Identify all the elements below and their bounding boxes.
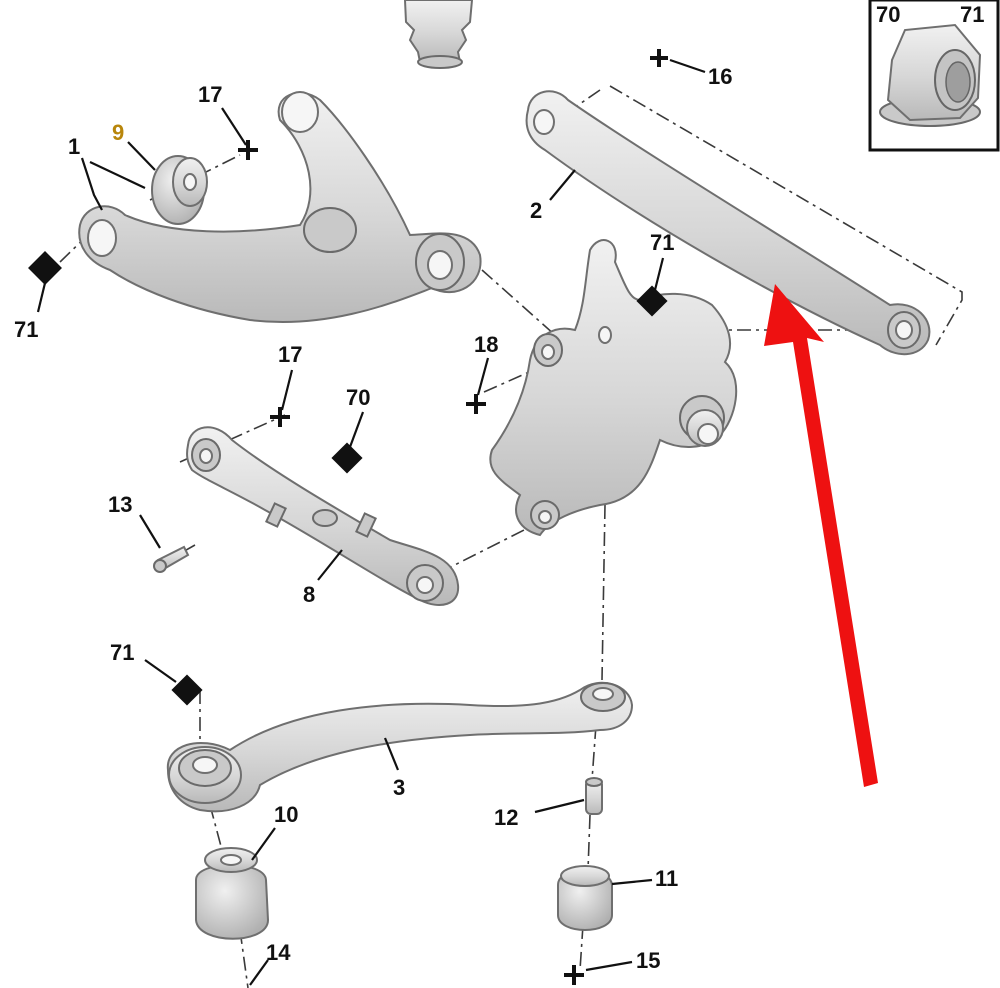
label-part-8: 8 <box>303 582 315 607</box>
cross-marker-18 <box>466 394 486 414</box>
hub-carrier-part <box>489 239 738 537</box>
leader-lines <box>36 58 706 986</box>
label-part-13: 13 <box>108 492 132 517</box>
bushing-10-part <box>195 847 270 940</box>
label-part-71-knuckle: 71 <box>650 230 674 255</box>
label-part-10: 10 <box>274 802 298 827</box>
label-part-1: 1 <box>68 134 80 159</box>
cross-marker-17-upper <box>238 140 258 160</box>
bushing-9-part <box>151 155 208 225</box>
label-part-16: 16 <box>708 64 732 89</box>
cross-marker-16 <box>650 49 668 67</box>
label-part-3: 3 <box>393 775 405 800</box>
label-part-11: 11 <box>655 866 678 891</box>
toe-link-part-8 <box>186 426 460 606</box>
label-part-9: 9 <box>112 120 124 145</box>
square-marker-70 <box>331 442 363 474</box>
pin-12-part <box>585 777 603 815</box>
assembly-lines <box>59 85 963 988</box>
label-part-12: 12 <box>494 805 518 830</box>
square-marker-71-left <box>28 251 62 285</box>
tie-link-part-2 <box>525 90 931 356</box>
label-part-14: 14 <box>266 940 291 965</box>
label-part-18: 18 <box>474 332 498 357</box>
label-part-2: 2 <box>530 198 542 223</box>
label-part-17-upper: 17 <box>198 82 222 107</box>
upper-wishbone-part-1 <box>78 91 482 324</box>
bolt-13-part <box>153 545 190 573</box>
cross-marker-17-middle <box>270 407 290 427</box>
cross-markers <box>238 49 668 985</box>
label-part-71-lower: 71 <box>110 640 134 665</box>
label-part-70: 70 <box>346 385 370 410</box>
nut-inset: 70 71 <box>868 0 1000 152</box>
label-part-17-middle: 17 <box>278 342 302 367</box>
inset-label-71: 71 <box>960 2 984 27</box>
bushing-11-part <box>557 865 613 931</box>
lower-arm-part-3 <box>166 681 634 813</box>
inset-label-70: 70 <box>876 2 900 27</box>
label-part-71-left: 71 <box>14 317 38 342</box>
red-arrow-icon <box>764 284 878 787</box>
square-marker-71-knuckle <box>636 285 668 317</box>
bump-stop-part <box>403 0 474 69</box>
flange-nut-icon <box>879 23 982 127</box>
part-labels: 9 1 17 16 2 71 71 18 17 70 13 8 71 3 10 … <box>14 64 732 973</box>
cross-marker-15 <box>564 965 584 985</box>
square-marker-71-lower <box>171 674 203 706</box>
label-part-15: 15 <box>636 948 660 973</box>
